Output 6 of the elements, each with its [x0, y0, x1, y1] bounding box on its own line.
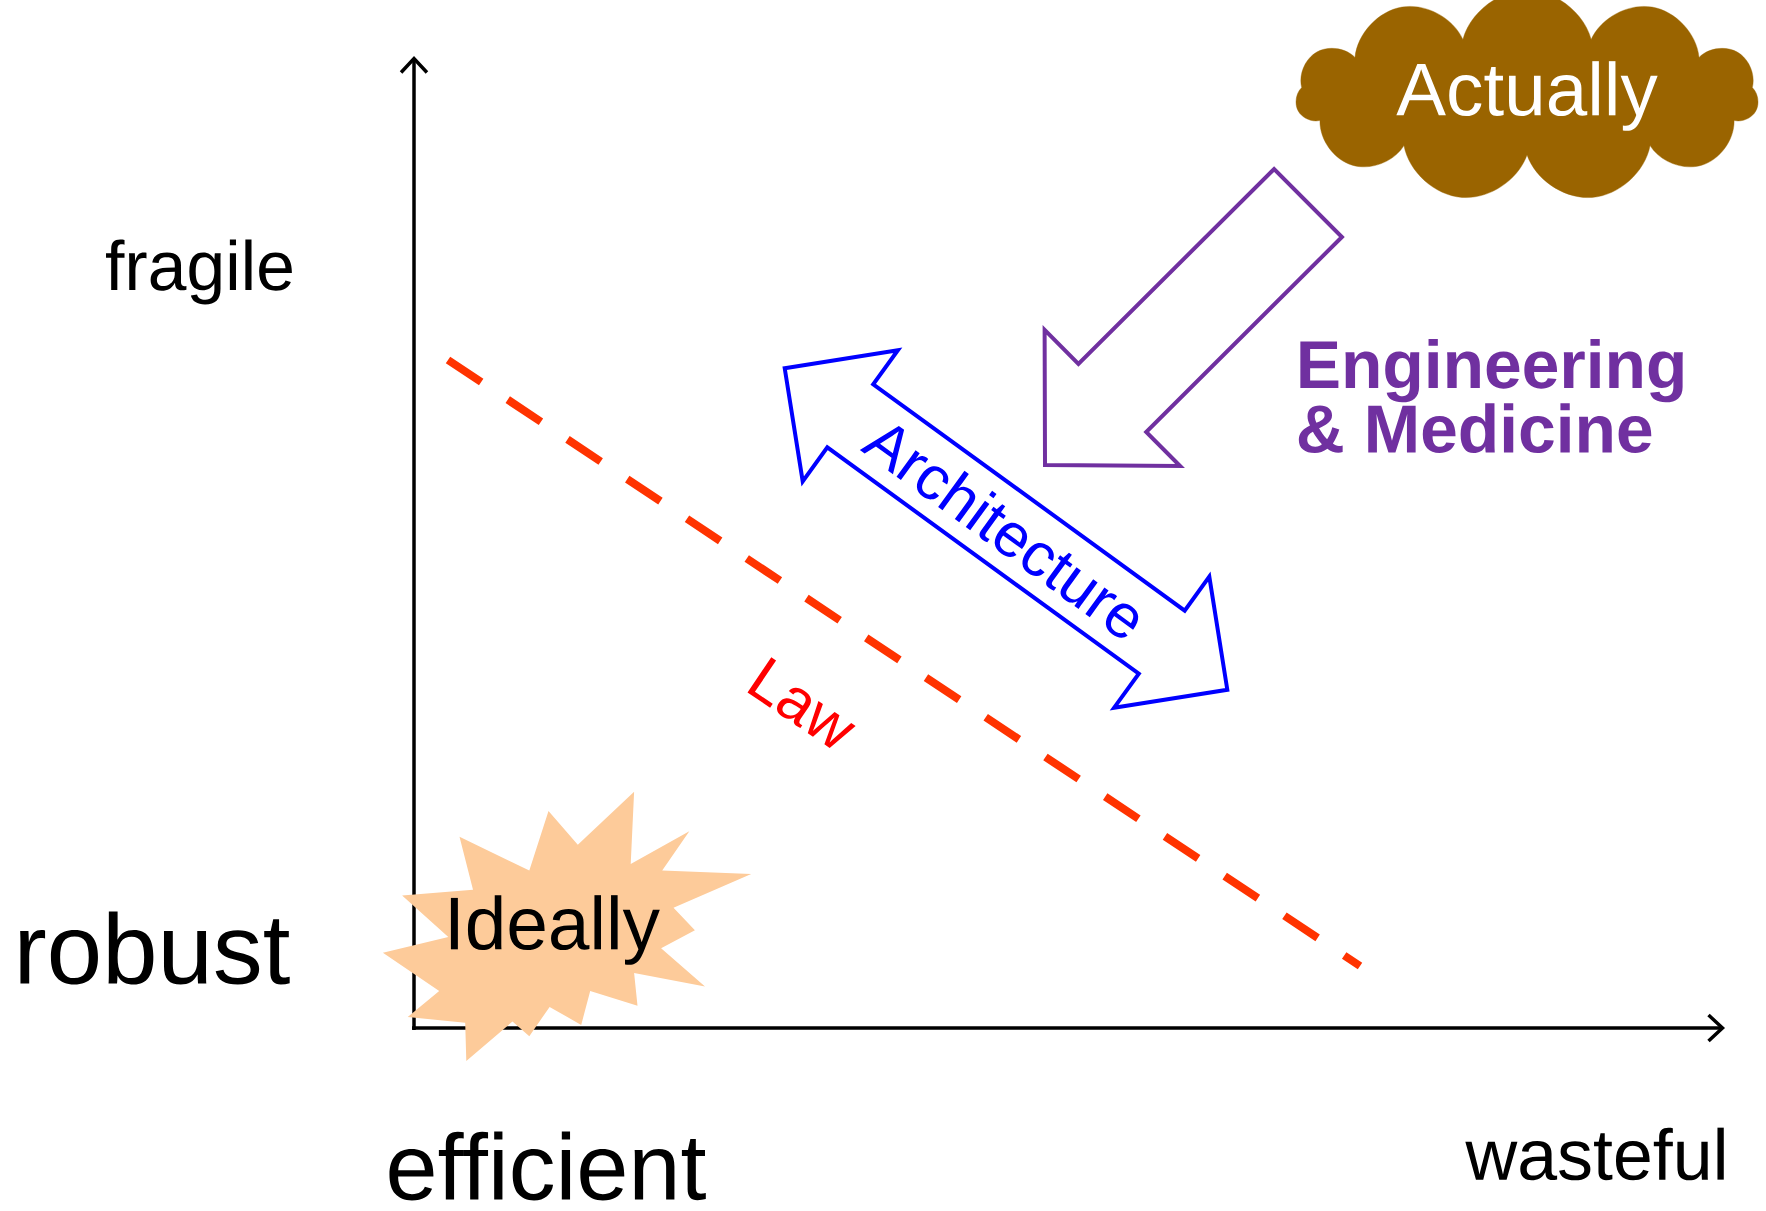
axis-label: wasteful: [1465, 1127, 1724, 1181]
cloud: Actually: [1295, 0, 1759, 198]
starburst: Ideally: [382, 791, 752, 1061]
axis-label: robust: [20, 911, 290, 985]
edge-label: Engineering & Medicine: [1298, 338, 1683, 454]
axis-label: fragile: [106, 239, 292, 305]
